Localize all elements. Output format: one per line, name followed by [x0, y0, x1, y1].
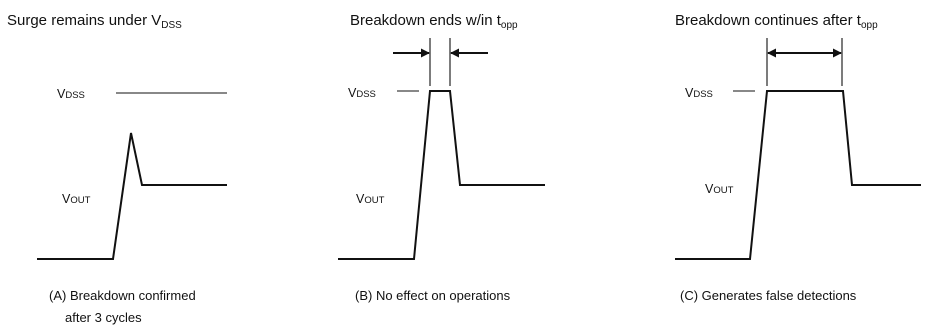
- panel-c: Breakdown continues after topp VDSS VOUT…: [675, 12, 921, 303]
- panel-a-caption-line2: after 3 cycles: [65, 310, 142, 325]
- panel-b-waveform: [338, 90, 545, 260]
- panel-a-caption-line1: (A) Breakdown confirmed: [49, 288, 196, 303]
- panel-c-vout-label: VOUT: [705, 182, 734, 196]
- panel-b-title: Breakdown ends w/in topp: [350, 12, 518, 31]
- panel-a-vout-label: VOUT: [62, 192, 91, 206]
- panel-a-title: Surge remains under VDSS: [7, 12, 182, 31]
- panel-b-vdss-label: VDSS: [348, 86, 376, 100]
- panel-b-caption-line1: (B) No effect on operations: [355, 288, 511, 303]
- panel-c-waveform: [675, 90, 921, 260]
- panel-c-vdss-label: VDSS: [685, 86, 713, 100]
- panel-b-vout-label: VOUT: [356, 192, 385, 206]
- panel-a-waveform: [37, 132, 227, 260]
- panel-b: Breakdown ends w/in topp VDSS VOUT (B) N…: [338, 12, 545, 303]
- panel-c-title: Breakdown continues after topp: [675, 12, 878, 31]
- panel-c-caption-line1: (C) Generates false detections: [680, 288, 857, 303]
- panel-a: Surge remains under VDSS VDSS VOUT (A) B…: [7, 12, 227, 325]
- panel-a-vdss-label: VDSS: [57, 87, 85, 101]
